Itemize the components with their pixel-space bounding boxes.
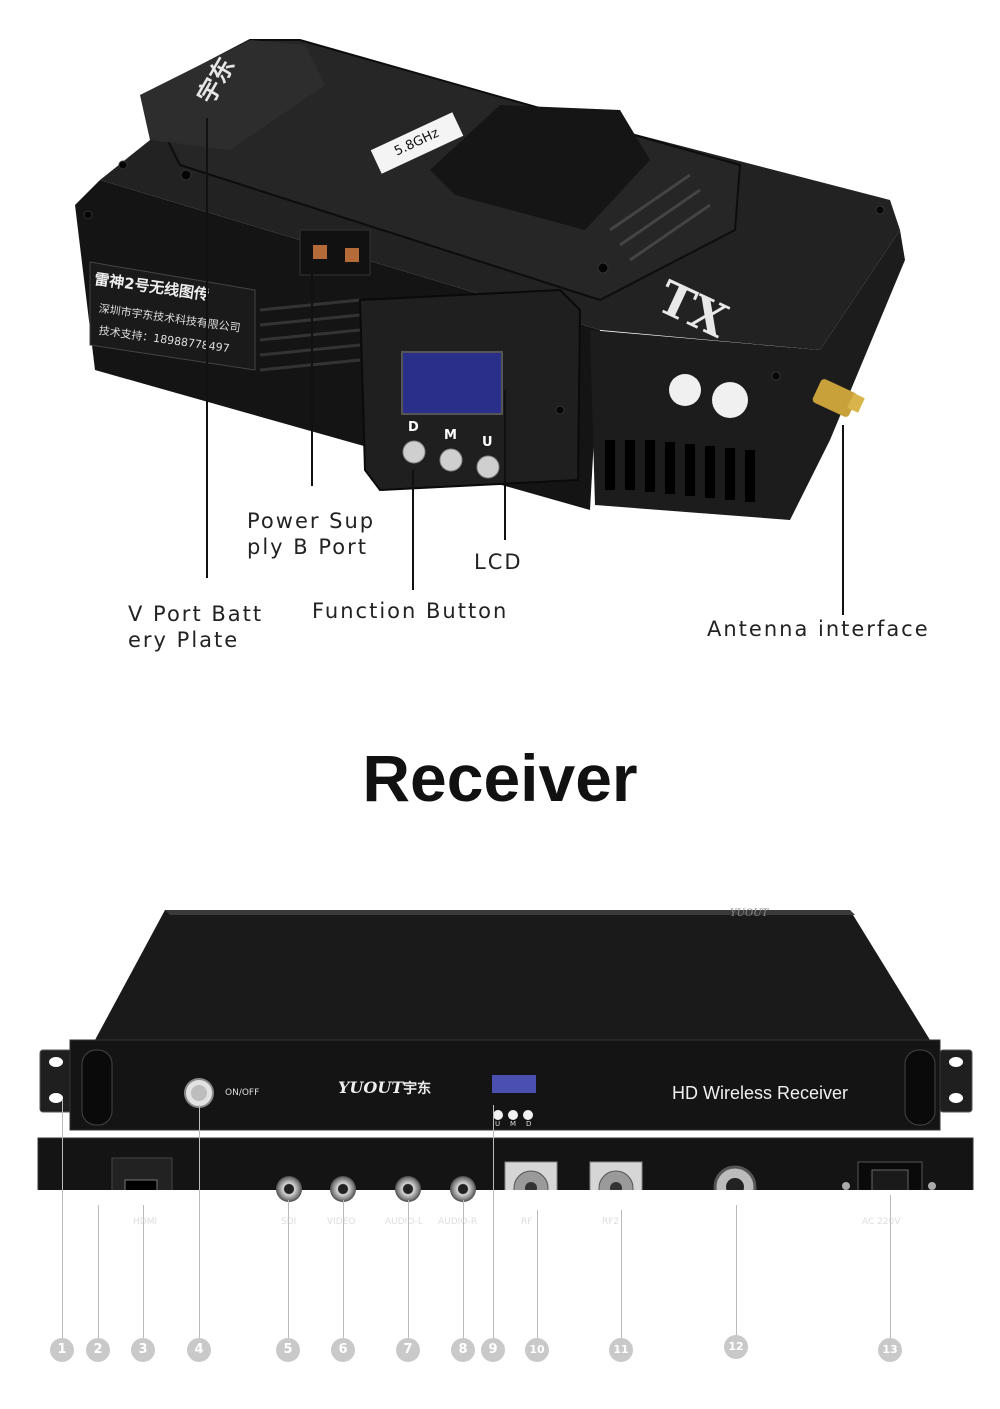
number-badge-11: 11 (609, 1338, 633, 1362)
callout-lcd: LCD (474, 550, 523, 574)
port-label-rf2: RF2 (602, 1217, 620, 1227)
number-line-5 (288, 1200, 289, 1338)
number-badge-1: 1 (50, 1338, 74, 1362)
number-line-8 (463, 1200, 464, 1338)
rx-model-text: HD Wireless Receiver (672, 1083, 849, 1103)
port-label-rf: RF (521, 1217, 533, 1227)
number-badge-6: 6 (331, 1338, 355, 1362)
rx-brand-name: YUOUT (338, 1078, 404, 1097)
port-label-ac: AC 220V (862, 1217, 901, 1227)
number-line-12 (736, 1205, 737, 1335)
rx-brand-cn: 宇东 (403, 1081, 432, 1097)
number-badge-9: 9 (481, 1338, 505, 1362)
rx-led-label-u: U (495, 1120, 501, 1128)
number-badge-4: 4 (187, 1338, 211, 1362)
number-line-2 (98, 1205, 99, 1338)
rx-led-label-m: M (510, 1120, 517, 1128)
callout-line-power-port (311, 262, 313, 486)
number-line-3 (143, 1205, 144, 1338)
callout-battery-plate: V Port Batt ery Plate (128, 602, 264, 652)
tx-button-d-label: D (408, 420, 419, 435)
tx-button-u-label: U (482, 435, 493, 450)
number-badge-7: 7 (396, 1338, 420, 1362)
sdi-connector (276, 1176, 302, 1202)
callout-antenna: Antenna interface (707, 617, 930, 641)
section-title: Receiver (362, 741, 638, 815)
video-connector (330, 1176, 356, 1202)
number-badge-13: 13 (878, 1338, 902, 1362)
number-badge-2: 2 (86, 1338, 110, 1362)
audio-l-connector (395, 1176, 421, 1202)
port-label-audio-l: AUDIO-L (385, 1217, 423, 1227)
number-line-11 (621, 1210, 622, 1338)
port-label-video: VIDEO (327, 1217, 356, 1227)
number-badge-8: 8 (451, 1338, 475, 1362)
callout-line-lcd (504, 390, 506, 540)
rx-brand: YUOUT宇东 (338, 1078, 431, 1098)
receiver-device-image (37, 910, 974, 1190)
callout-line-battery-plate (206, 118, 208, 578)
callout-power-port: Power Sup ply B Port (247, 509, 376, 559)
number-badge-3: 3 (131, 1338, 155, 1362)
number-badge-5: 5 (276, 1338, 300, 1362)
number-line-6 (343, 1200, 344, 1338)
transmitter-device-image (75, 39, 905, 520)
number-line-4 (199, 1105, 200, 1338)
port-label-audio-r: AUDIO-R (438, 1217, 478, 1227)
number-badge-12: 12 (724, 1335, 748, 1359)
callout-line-function-button (412, 470, 414, 590)
port-label-hdmi: HDMI (133, 1217, 158, 1227)
number-line-7 (408, 1200, 409, 1338)
number-line-13 (890, 1195, 891, 1338)
audio-r-connector (450, 1176, 476, 1202)
rx-led-label-d: D (526, 1120, 532, 1128)
callout-line-antenna (842, 425, 844, 615)
callout-function-button: Function Button (312, 599, 509, 623)
rx-top-brand: YUOUT (730, 908, 769, 919)
number-line-9 (493, 1105, 494, 1338)
number-line-10 (537, 1210, 538, 1338)
tx-button-m-label: M (444, 428, 457, 443)
number-badge-10: 10 (525, 1338, 549, 1362)
number-line-1 (62, 1100, 63, 1338)
rx-on-off-label: ON/OFF (225, 1088, 260, 1098)
